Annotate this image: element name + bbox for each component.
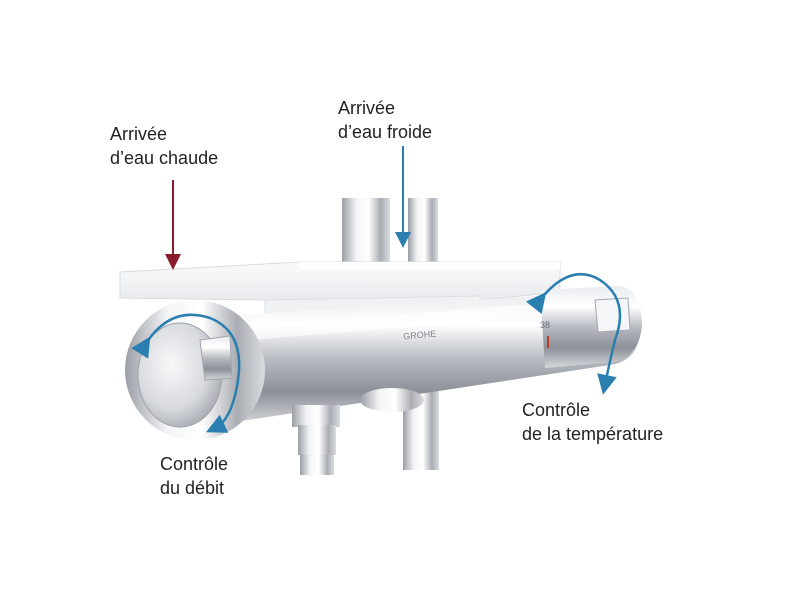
dial-mark: 38: [540, 320, 550, 330]
flow-control-label-line1: Contrôle: [160, 454, 229, 474]
hot-water-label-line2: d’eau chaude: [110, 148, 219, 168]
temperature-control-label: Contrôle de la température: [522, 398, 663, 446]
temperature-control-knob: [540, 286, 642, 368]
cold-water-label-line2: d’eau froide: [338, 122, 433, 142]
hot-water-label-line1: Arrivée: [110, 124, 168, 144]
brand-logo: GROHE: [403, 329, 437, 342]
flow-control-label: Contrôle du débit: [160, 452, 228, 500]
outlet-fitting: [292, 388, 424, 475]
flow-rotation-arrow-icon: [131, 313, 241, 433]
temperature-control-label-line1: Contrôle: [522, 400, 591, 420]
thermostat-body: [160, 292, 640, 425]
flow-control-knob: [125, 300, 265, 440]
temperature-rotation-arrow-icon: [525, 272, 622, 395]
hot-water-label: Arrivée d’eau chaude: [110, 122, 218, 170]
cold-water-label: Arrivée d’eau froide: [338, 96, 432, 144]
cold-water-label-line1: Arrivée: [338, 98, 396, 118]
flow-control-label-line2: du débit: [160, 478, 225, 498]
temperature-control-label-line2: de la température: [522, 424, 664, 444]
